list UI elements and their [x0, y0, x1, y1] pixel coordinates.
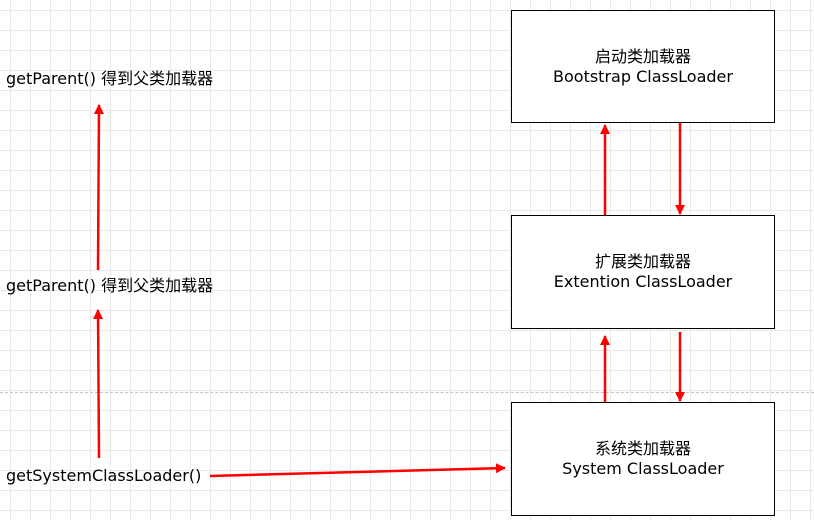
- get-parent-label-top: getParent() 得到父类加载器: [6, 69, 214, 88]
- system-title: 系统类加载器: [594, 439, 691, 458]
- extension-subtitle: Extention ClassLoader: [553, 272, 733, 291]
- extension-title: 扩展类加载器: [594, 252, 691, 271]
- arrow-system-to-parent: [93, 309, 104, 459]
- extension-classloader-box[interactable]: 扩展类加载器 Extention ClassLoader: [511, 215, 775, 329]
- arrow-get-system-to-system-loader: [209, 463, 506, 478]
- system-classloader-box[interactable]: 系统类加载器 System ClassLoader: [511, 402, 775, 516]
- get-system-classloader-label: getSystemClassLoader(): [6, 466, 202, 485]
- bootstrap-classloader-box[interactable]: 启动类加载器 Bootstrap ClassLoader: [511, 10, 775, 123]
- get-parent-label-middle: getParent() 得到父类加载器: [6, 276, 214, 295]
- arrow-parent-to-parent: [93, 104, 104, 271]
- bootstrap-subtitle: Bootstrap ClassLoader: [553, 66, 733, 86]
- bootstrap-title: 启动类加载器: [594, 46, 691, 66]
- system-subtitle: System ClassLoader: [562, 459, 724, 478]
- page-break-line: [0, 392, 814, 393]
